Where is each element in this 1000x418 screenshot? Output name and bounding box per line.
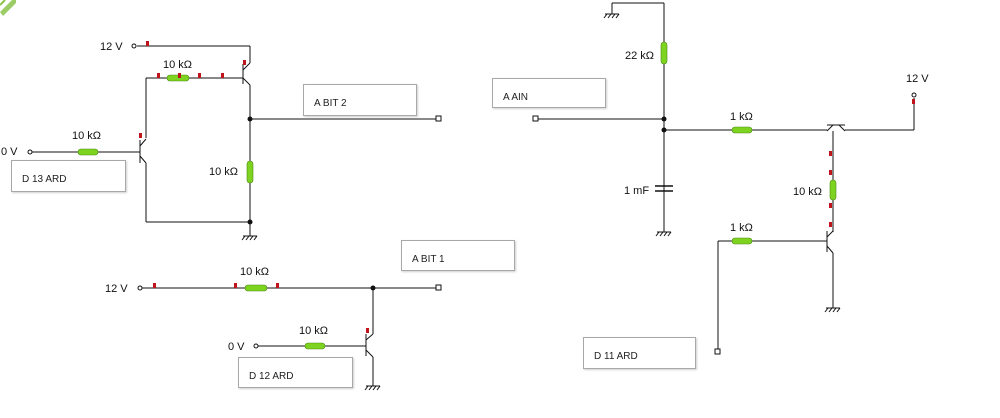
- port-box-d12[interactable]: D 12 ARD: [238, 357, 353, 388]
- resistor-vertical-left[interactable]: [246, 160, 254, 184]
- terminal-0v-d12[interactable]: [253, 343, 259, 349]
- transistor-q2-collector: [139, 138, 147, 147]
- probe-marker: [221, 73, 224, 78]
- transistor-q5-collector-leg: [826, 230, 834, 238]
- port-box-d11-label: D 11 ARD: [594, 351, 638, 362]
- transistor-q4-collector-leg: [838, 124, 846, 132]
- probe-marker: [243, 60, 246, 65]
- ground-symbol-right: [824, 307, 841, 313]
- supply-label-0v-d13: 0 V: [1, 146, 18, 158]
- port-box-d12-label: D 12 ARD: [249, 371, 294, 382]
- transistor-q1-collector: [242, 62, 251, 71]
- terminal-12v-bottom[interactable]: [137, 285, 143, 291]
- probe-marker: [366, 328, 369, 333]
- ground-symbol-center: [655, 191, 672, 237]
- junction-dot: [661, 116, 667, 122]
- probe-marker: [912, 99, 915, 104]
- terminal-12v-top[interactable]: [131, 43, 137, 49]
- supply-label-12v-right: 12 V: [906, 73, 929, 85]
- resistor-right-10k[interactable]: [829, 179, 837, 201]
- junction-dot: [661, 127, 667, 133]
- port-box-abit2-label: A BIT 2: [314, 98, 347, 109]
- probe-marker: [829, 170, 832, 175]
- resistor-label-top-series: 10 kΩ: [163, 59, 193, 71]
- supply-label-0v-d12: 0 V: [228, 341, 245, 353]
- probe-marker: [276, 283, 279, 288]
- probe-marker: [139, 133, 142, 138]
- port-abit2[interactable]: [435, 115, 442, 122]
- resistor-base-left[interactable]: [77, 148, 99, 156]
- probe-marker: [829, 151, 832, 156]
- port-ain[interactable]: [532, 115, 539, 122]
- port-box-ain-label: A AIN: [503, 92, 529, 103]
- probe-marker: [153, 283, 156, 288]
- junction-dot: [247, 219, 253, 225]
- ground-symbol-left: [241, 235, 258, 241]
- port-box-ain[interactable]: A AIN: [492, 78, 606, 108]
- supply-label-12v-bottom: 12 V: [105, 283, 128, 295]
- resistor-label-1k-low: 1 kΩ: [730, 222, 753, 234]
- ground-symbol-bottom: [364, 385, 381, 391]
- port-box-d13-label: D 13 ARD: [22, 174, 67, 185]
- resistor-label-1k-mid: 1 kΩ: [730, 111, 753, 123]
- transistor-q2-emitter: [139, 155, 147, 164]
- transistor-q3-collector-leg: [365, 333, 374, 341]
- resistor-1k-low[interactable]: [731, 237, 753, 245]
- junction-dot: [370, 285, 376, 291]
- resistor-22k[interactable]: [660, 41, 668, 65]
- port-box-d11[interactable]: D 11 ARD: [583, 337, 696, 369]
- resistor-label-base-left: 10 kΩ: [72, 130, 102, 142]
- probe-marker: [157, 73, 160, 78]
- probe-marker: [829, 222, 832, 227]
- resistor-1k-mid[interactable]: [731, 126, 753, 134]
- transistor-q4-emitter-leg: [826, 124, 834, 132]
- resistor-label-22k: 22 kΩ: [625, 50, 655, 62]
- supply-label-12v-top: 12 V: [100, 41, 123, 53]
- terminal-12v-right[interactable]: [911, 92, 917, 98]
- port-box-abit1-label: A BIT 1: [412, 254, 445, 265]
- ground-symbol-top: [603, 13, 620, 19]
- resistor-label-base-bottom: 10 kΩ: [299, 325, 329, 337]
- transistor-q1-emitter: [242, 77, 251, 86]
- probe-marker: [146, 41, 149, 46]
- junction-dot: [247, 116, 253, 122]
- transistor-q3-emitter: [365, 349, 374, 358]
- port-box-d13[interactable]: D 13 ARD: [11, 160, 126, 192]
- probe-marker: [178, 73, 181, 78]
- probe-marker: [234, 283, 237, 288]
- resistor-label-bottom-series: 10 kΩ: [240, 266, 270, 278]
- resistor-label-vertical-left: 10 kΩ: [209, 166, 239, 178]
- capacitor-label: 1 mF: [624, 185, 650, 197]
- resistor-label-right-10k: 10 kΩ: [793, 186, 823, 198]
- resistor-base-bottom[interactable]: [304, 342, 326, 350]
- port-box-abit2[interactable]: A BIT 2: [303, 84, 417, 116]
- port-abit1[interactable]: [435, 284, 442, 291]
- probe-marker: [198, 73, 201, 78]
- corner-toolbar-icon[interactable]: [0, 0, 16, 16]
- port-box-abit1[interactable]: A BIT 1: [401, 240, 515, 271]
- resistor-bottom-series[interactable]: [244, 284, 268, 292]
- port-d11[interactable]: [714, 348, 721, 355]
- terminal-0v-d13[interactable]: [27, 149, 33, 155]
- probe-marker: [829, 203, 832, 208]
- transistor-q5-emitter: [826, 245, 834, 254]
